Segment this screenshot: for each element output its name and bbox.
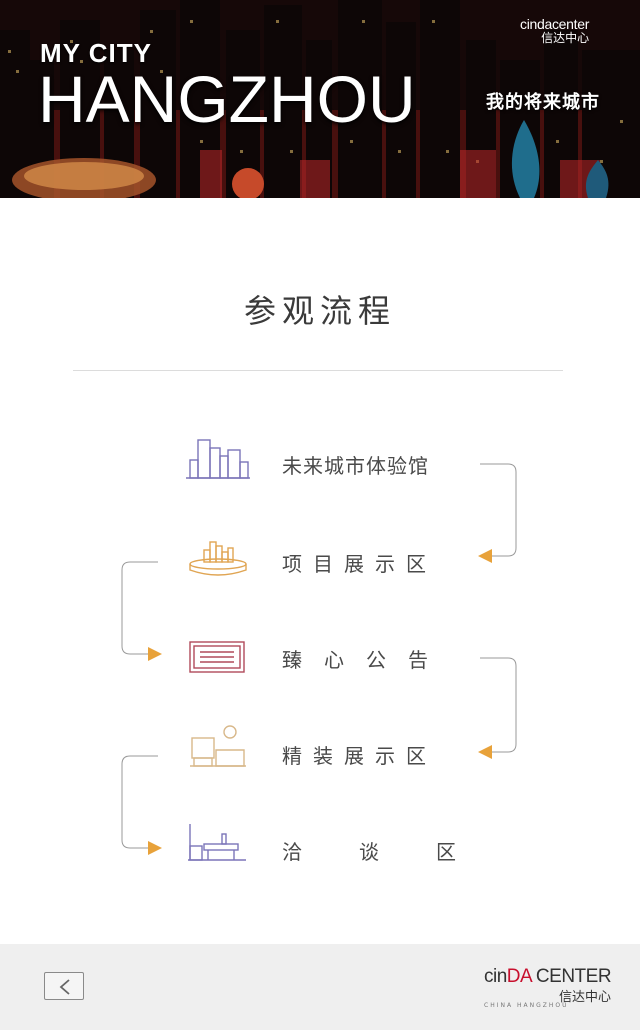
step-negotiation-area[interactable]: 洽谈区 — [186, 820, 506, 880]
step-furnished-showroom[interactable]: 精装展示区 — [186, 724, 506, 784]
footer-brand-en-pre: cin — [484, 966, 507, 987]
footer-brand-logo: cinDA CENTER 信达中心 CHINA HANGZHOU — [484, 966, 611, 1005]
step-future-city-hall[interactable]: 未来城市体验馆 — [186, 434, 506, 494]
flow-arrow-2 — [148, 647, 162, 661]
step-label: 臻心公告 — [282, 644, 450, 673]
footer-brand-en-post: CENTER — [531, 966, 611, 987]
step-notice-board[interactable]: 臻心公告 — [186, 628, 506, 688]
step-project-showroom[interactable]: 项目展示区 — [186, 532, 506, 592]
footer-brand-sub: CHINA HANGZHOU — [484, 1002, 568, 1009]
notice-board-icon — [186, 628, 250, 688]
chevron-left-icon — [57, 978, 73, 996]
footer-bar: cinDA CENTER 信达中心 CHINA HANGZHOU — [0, 944, 640, 1030]
furnished-room-icon — [186, 724, 250, 784]
negotiation-desk-icon — [186, 820, 250, 880]
step-label: 洽谈区 — [282, 836, 513, 865]
footer-brand-en-accent: DA — [507, 966, 531, 987]
flow-arrow-4 — [148, 841, 162, 855]
step-label: 精装展示区 — [282, 740, 437, 769]
city-buildings-icon — [186, 434, 250, 494]
sand-table-model-icon — [186, 532, 250, 592]
step-label: 项目展示区 — [282, 548, 437, 577]
back-button[interactable] — [44, 972, 84, 1000]
step-label: 未来城市体验馆 — [282, 450, 429, 479]
